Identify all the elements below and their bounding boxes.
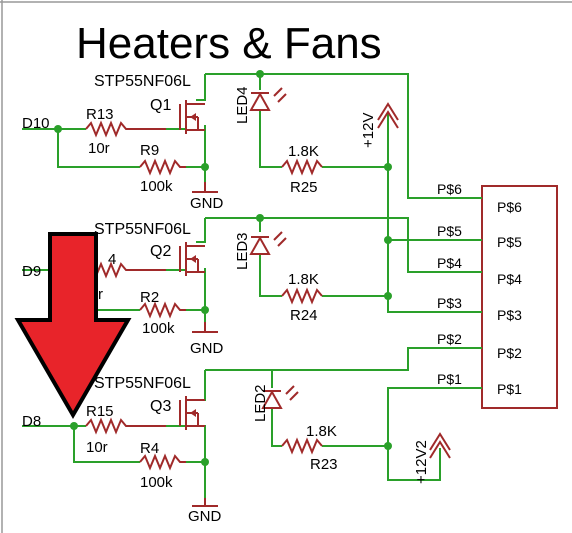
supply-label: +12V: [360, 113, 377, 148]
power-arrow-icon: [377, 102, 399, 129]
resistor-icon: [281, 158, 323, 176]
mosfet-part-label: STP55NF06L: [94, 375, 191, 392]
ground-label: GND: [190, 340, 224, 357]
connector-pin-outside: P$1: [437, 371, 462, 387]
junction: [201, 163, 209, 171]
led-resistor-label: R23: [310, 456, 338, 473]
mosfet-icon: [179, 100, 205, 134]
led-label: LED3: [234, 232, 251, 270]
junction: [54, 125, 62, 133]
gate-resistor-label: R13: [86, 106, 114, 123]
mosfet-icon: [179, 242, 205, 276]
mosfet-icon: [179, 396, 205, 430]
connector-pin-outside: P$3: [437, 295, 462, 311]
connector-pin-outside: P$5: [437, 223, 462, 239]
led-resistor-label: R24: [290, 307, 318, 324]
gate-resistor-label: R15: [86, 403, 114, 420]
junction: [201, 458, 209, 466]
ground-icon: [192, 322, 218, 333]
junction: [384, 442, 392, 450]
pulldown-resistor-value: 100k: [140, 178, 173, 195]
mosfet-part-label: STP55NF06L: [94, 73, 191, 90]
supply-12v2: +12V2: [413, 432, 451, 484]
pulldown-resistor-value: 100k: [142, 320, 175, 337]
gate-resistor-value: 10r: [88, 140, 110, 157]
led-label: LED2: [252, 384, 269, 422]
junction: [201, 306, 209, 314]
connector-pin-inside: P$5: [497, 234, 522, 250]
junction: [70, 422, 78, 430]
connector-pin-outside: P$6: [437, 181, 462, 197]
led-resistor-value: 1.8K: [288, 271, 319, 288]
connector-pin-inside: P$3: [497, 307, 522, 323]
led-icon: [249, 231, 287, 255]
stage-1: STP55NF06L Q1 D10 R13 10r R9 100k GND LE…: [22, 70, 482, 212]
ground-icon: [192, 182, 218, 193]
supply-12v: +12V: [360, 102, 482, 313]
led-resistor-value: 1.8K: [306, 423, 337, 440]
junction: [256, 70, 264, 78]
pulldown-resistor-label: R2: [140, 289, 159, 306]
resistor-icon: [139, 301, 186, 319]
mosfet-label: Q1: [150, 97, 171, 114]
pin-label: D9: [22, 263, 41, 280]
ground-label: GND: [190, 195, 224, 212]
led-label: LED4: [234, 86, 251, 124]
junction: [256, 214, 264, 222]
pin-label: D8: [22, 413, 41, 430]
resistor-icon: [281, 437, 323, 455]
supply-label: +12V2: [413, 440, 430, 484]
gate-resistor-label: 4: [108, 251, 116, 268]
gate-resistor-value: 10r: [86, 439, 108, 456]
connector-pin-outside: P$4: [437, 255, 462, 271]
pin-label: D10: [22, 115, 50, 132]
resistor-icon: [139, 453, 186, 471]
connector-pin-inside: P$2: [497, 345, 522, 361]
pulldown-resistor-value: 100k: [140, 474, 173, 491]
connector-pin-inside: P$1: [497, 381, 522, 397]
resistor-icon: [85, 417, 166, 435]
ground-icon: [192, 498, 218, 507]
connector-icon: P$6 P$5 P$4 P$3 P$2 P$1 P$6 P$5 P$4 P$3 …: [388, 181, 558, 409]
red-arrow-icon: [14, 232, 132, 419]
connector-pin-inside: P$6: [497, 199, 522, 215]
gate-resistor-value: r: [98, 286, 103, 303]
led-resistor-value: 1.8K: [288, 143, 319, 160]
pulldown-resistor-label: R4: [140, 440, 159, 457]
mosfet-part-label: STP55NF06L: [94, 221, 191, 238]
led-resistor-label: R25: [290, 179, 318, 196]
mosfet-label: Q3: [150, 398, 171, 415]
stage-3: STP55NF06L Q3 D8 R15 10r R4 100k GND LED…: [22, 347, 482, 525]
pulldown-resistor-label: R9: [140, 142, 159, 159]
ground-label: GND: [188, 508, 222, 525]
mosfet-label: Q2: [150, 243, 171, 260]
schematic-title: Heaters & Fans: [76, 19, 382, 68]
led-icon: [261, 385, 299, 409]
led-icon: [249, 87, 287, 111]
resistor-icon: [139, 158, 186, 176]
power-arrow-icon: [429, 432, 451, 459]
resistor-icon: [281, 287, 323, 305]
resistor-icon: [85, 120, 166, 138]
connector-pin-outside: P$2: [437, 331, 462, 347]
connector-pin-inside: P$4: [497, 271, 522, 287]
